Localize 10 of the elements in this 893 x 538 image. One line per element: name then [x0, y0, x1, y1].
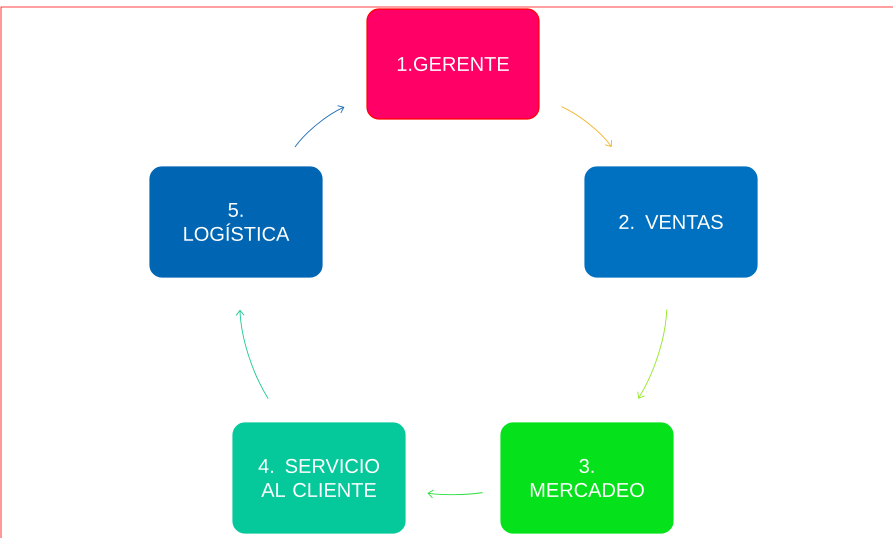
arrow: [637, 309, 668, 399]
arrow: [236, 310, 269, 400]
arrow: [294, 105, 344, 148]
process-box: 5. LOGÍSTICA: [149, 166, 323, 278]
process-box: 1.GERENTE: [366, 8, 540, 120]
arrow: [427, 490, 484, 498]
process-box: 3. MERCADEO: [500, 422, 674, 534]
process-box: 2. VENTAS: [584, 166, 758, 278]
arrow: [561, 106, 612, 148]
process-box: 4. SERVICIO AL CLIENTE: [232, 422, 406, 534]
